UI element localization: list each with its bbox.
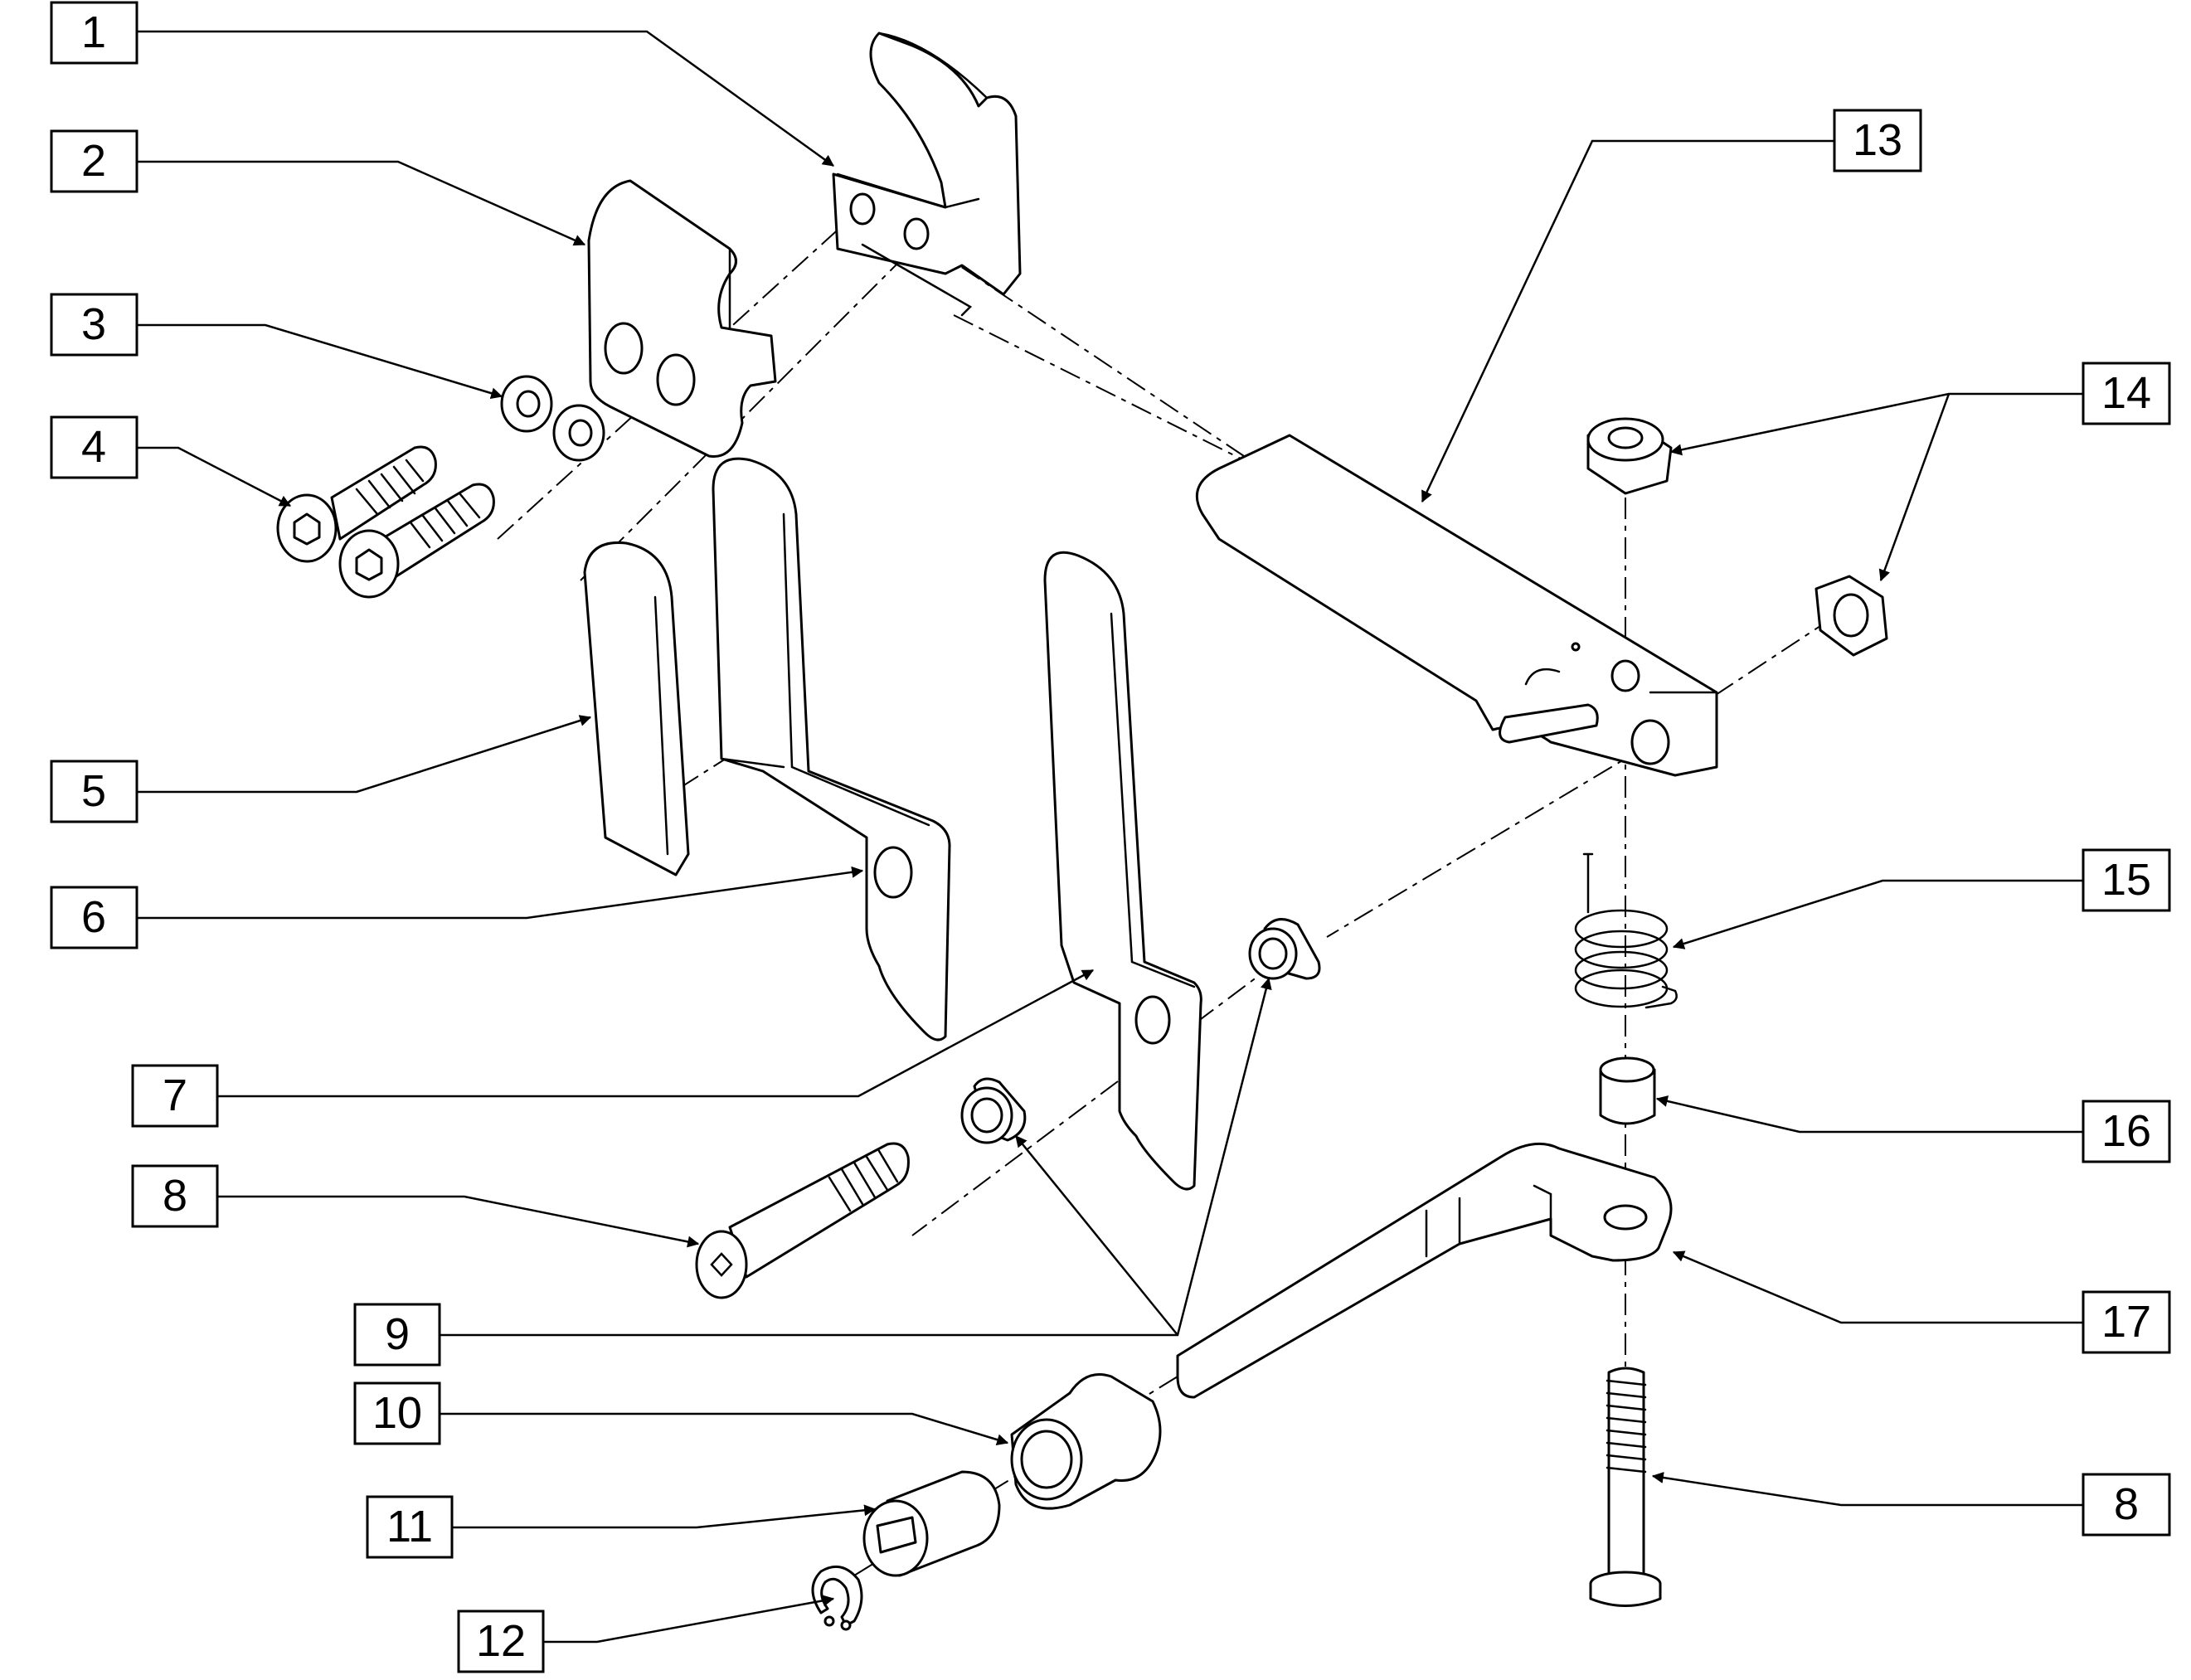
- swing-arm: [1195, 434, 1718, 777]
- callout-13-label: 13: [1853, 115, 1902, 165]
- hex-nuts: [1586, 417, 1888, 657]
- callout-4: 4: [50, 415, 138, 479]
- callout-7-label: 7: [163, 1071, 187, 1120]
- callout-8-right-label: 8: [2114, 1479, 2139, 1529]
- lower-clamp-half: [587, 179, 777, 458]
- callout-8-left: 8: [131, 1164, 219, 1228]
- callout-17: 17: [2082, 1290, 2171, 1354]
- callout-17-label: 17: [2101, 1297, 2151, 1347]
- callout-6-label: 6: [81, 892, 106, 942]
- flange-bushing-large: [1010, 1373, 1162, 1510]
- spacer-sleeve: [1599, 1056, 1656, 1125]
- washer-pair: [500, 375, 605, 462]
- callout-15-label: 15: [2101, 855, 2151, 905]
- flange-bushings: [960, 918, 1321, 1144]
- callout-16: 16: [2082, 1100, 2171, 1163]
- callout-3-label: 3: [81, 299, 106, 349]
- callout-12: 12: [457, 1610, 545, 1673]
- callout-11: 11: [366, 1495, 454, 1559]
- torsion-spring: [1574, 852, 1678, 1009]
- callout-1: 1: [50, 1, 138, 65]
- l-link-arm: [1176, 1142, 1673, 1399]
- callout-11-label: 11: [386, 1502, 433, 1551]
- callout-6: 6: [50, 886, 138, 949]
- callout-8-right: 8: [2082, 1473, 2171, 1537]
- callout-14-label: 14: [2101, 368, 2151, 418]
- socket-head-cap-screws: [276, 445, 495, 599]
- callout-5: 5: [50, 760, 138, 823]
- shoulder-bolt-left: [695, 1142, 910, 1299]
- callout-9: 9: [353, 1303, 441, 1367]
- callout-14: 14: [2082, 362, 2171, 425]
- callout-2-label: 2: [81, 136, 106, 186]
- bent-lever: [1043, 551, 1202, 1191]
- keyed-insert: [862, 1470, 1001, 1577]
- callout-16-label: 16: [2101, 1106, 2151, 1156]
- callout-4-label: 4: [81, 422, 106, 472]
- callout-2: 2: [50, 129, 138, 193]
- retaining-ring: [811, 1565, 863, 1631]
- callout-10: 10: [353, 1381, 441, 1445]
- callout-1-label: 1: [81, 7, 106, 57]
- callout-12-label: 12: [476, 1616, 526, 1666]
- callout-5-label: 5: [81, 766, 106, 816]
- bent-bracket: [712, 457, 951, 1042]
- callout-15: 15: [2082, 848, 2171, 912]
- callout-13: 13: [1833, 109, 1922, 172]
- shoulder-bolt-right: [1589, 1367, 1662, 1607]
- callout-8-left-label: 8: [163, 1171, 187, 1221]
- upper-clamp-half: [832, 32, 1022, 317]
- arm-pad: [583, 541, 690, 876]
- leader-lines: [137, 30, 2083, 1644]
- callout-10-label: 10: [372, 1388, 422, 1438]
- callout-7: 7: [131, 1064, 219, 1128]
- callout-3: 3: [50, 293, 138, 357]
- callout-9-label: 9: [385, 1309, 410, 1359]
